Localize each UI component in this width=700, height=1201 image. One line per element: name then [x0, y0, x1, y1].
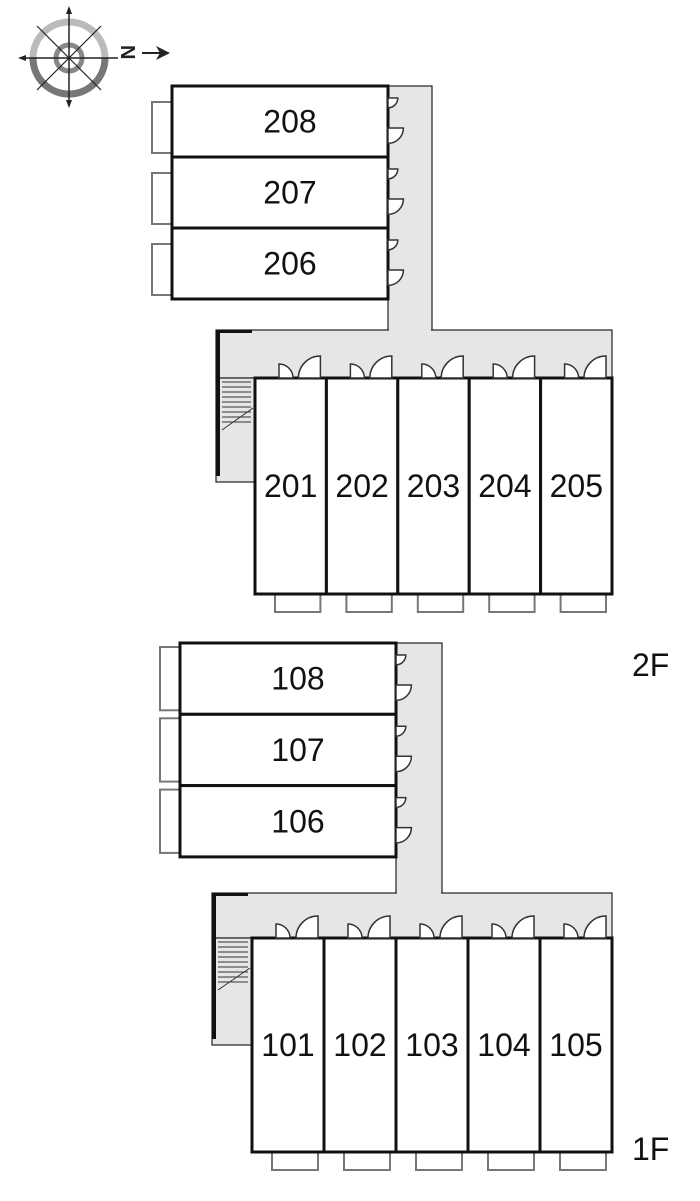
unit-206[interactable]: 206 — [151, 226, 405, 301]
unit-label: 103 — [405, 1027, 458, 1063]
unit-label: 106 — [271, 803, 324, 839]
floor-1f: 108 107 106 101 102 103 104 105 — [159, 641, 614, 1171]
balcony — [559, 1151, 607, 1171]
unit-label: 208 — [263, 104, 316, 140]
unit-202[interactable]: 202 — [324, 355, 400, 613]
door-icon — [387, 198, 405, 216]
door-icon — [275, 923, 291, 939]
door-icon — [278, 363, 294, 379]
unit-204[interactable]: 204 — [467, 355, 543, 613]
balcony — [488, 593, 536, 613]
door-icon — [492, 363, 508, 379]
unit-label: 108 — [271, 661, 324, 697]
door-icon — [387, 239, 399, 251]
balcony — [159, 717, 181, 783]
door-icon — [419, 923, 435, 939]
north-label: N — [116, 45, 138, 59]
unit-106[interactable]: 106 — [159, 784, 413, 859]
balcony — [271, 1151, 319, 1171]
unit-104[interactable]: 104 — [466, 915, 542, 1171]
door-icon — [583, 915, 607, 939]
door-icon — [421, 363, 437, 379]
balcony — [159, 646, 181, 712]
balcony — [151, 172, 173, 225]
unit-label: 203 — [407, 468, 460, 504]
door-icon — [367, 915, 391, 939]
unit-205[interactable]: 205 — [539, 355, 614, 613]
door-icon — [583, 355, 607, 379]
door-icon — [395, 826, 413, 844]
door-icon — [563, 363, 580, 379]
balcony — [343, 1151, 391, 1171]
unit-107[interactable]: 107 — [159, 712, 413, 788]
balcony — [159, 788, 181, 854]
door-icon — [563, 923, 579, 939]
floor-label-1f: 1F — [632, 1131, 669, 1167]
unit-label: 206 — [263, 246, 316, 282]
balcony — [345, 593, 393, 613]
unit-105[interactable]: 105 — [538, 915, 614, 1171]
unit-207[interactable]: 207 — [151, 155, 405, 230]
floor-label-2f: 2F — [632, 647, 669, 683]
unit-208[interactable]: 208 — [151, 84, 405, 159]
door-icon — [439, 915, 463, 939]
door-icon — [387, 127, 405, 145]
door-icon — [511, 355, 536, 379]
door-icon — [387, 269, 405, 287]
compass-rose-icon: N — [18, 6, 170, 108]
door-icon — [395, 796, 407, 809]
unit-label: 207 — [263, 175, 316, 211]
unit-203[interactable]: 203 — [396, 355, 471, 613]
balcony — [151, 101, 173, 154]
balcony — [416, 593, 465, 613]
staircase — [221, 381, 254, 431]
door-icon — [511, 915, 535, 939]
door-icon — [347, 923, 363, 939]
balcony — [487, 1151, 535, 1171]
balcony — [415, 1151, 463, 1171]
door-icon — [295, 915, 319, 939]
unit-label: 205 — [550, 468, 603, 504]
unit-label: 102 — [333, 1027, 386, 1063]
unit-201[interactable]: 201 — [253, 355, 328, 613]
unit-103[interactable]: 103 — [394, 915, 470, 1171]
unit-108[interactable]: 108 — [159, 641, 413, 716]
unit-label: 201 — [264, 468, 317, 504]
staircase — [217, 941, 251, 991]
unit-102[interactable]: 102 — [322, 915, 398, 1171]
floor-2f: 208 207 206 201 202 203 204 205 — [151, 84, 614, 613]
corridor — [211, 642, 613, 1046]
unit-label: 105 — [549, 1027, 602, 1063]
unit-label: 101 — [261, 1027, 314, 1063]
door-icon — [395, 684, 413, 702]
balcony — [274, 593, 322, 613]
door-icon — [387, 97, 399, 109]
unit-101[interactable]: 101 — [250, 915, 326, 1171]
door-icon — [297, 355, 322, 379]
unit-label: 202 — [335, 468, 388, 504]
door-icon — [395, 755, 413, 773]
balcony — [151, 243, 173, 296]
door-icon — [387, 168, 399, 180]
door-icon — [349, 363, 366, 379]
door-icon — [491, 923, 507, 939]
door-icon — [395, 654, 407, 666]
unit-label: 204 — [478, 468, 531, 504]
door-icon — [440, 355, 464, 379]
unit-label: 107 — [271, 732, 324, 768]
door-icon — [369, 355, 393, 379]
door-icon — [395, 725, 407, 737]
balcony — [559, 593, 607, 613]
unit-label: 104 — [477, 1027, 530, 1063]
